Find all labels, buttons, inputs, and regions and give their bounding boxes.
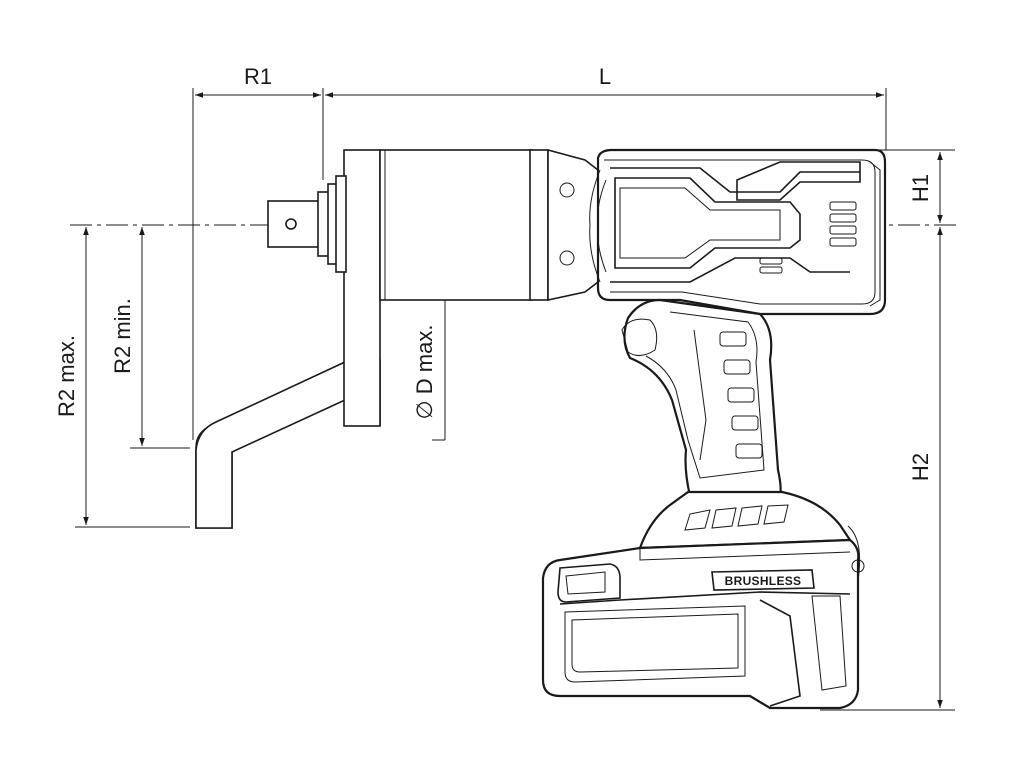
dim-label-r2-max: R2 max. <box>54 335 79 417</box>
dim-label-r1: R1 <box>244 64 272 89</box>
dim-label-h2: H2 <box>908 453 933 481</box>
battery-collar <box>638 490 853 550</box>
gearbox <box>379 148 599 301</box>
dim-label-h1: H1 <box>908 174 933 202</box>
dim-label-d-max: ∅ D max. <box>412 325 437 420</box>
dimension-lines <box>75 88 955 711</box>
dim-label-l: L <box>599 64 611 89</box>
reaction-arm <box>195 149 381 529</box>
square-drive <box>267 175 347 273</box>
brushless-badge: BRUSHLESS <box>711 569 815 591</box>
battery-pack <box>541 525 865 710</box>
motor-housing <box>589 148 887 316</box>
dim-label-r2-min: R2 min. <box>110 298 135 374</box>
brushless-label: BRUSHLESS <box>725 574 802 588</box>
handle <box>621 298 782 498</box>
